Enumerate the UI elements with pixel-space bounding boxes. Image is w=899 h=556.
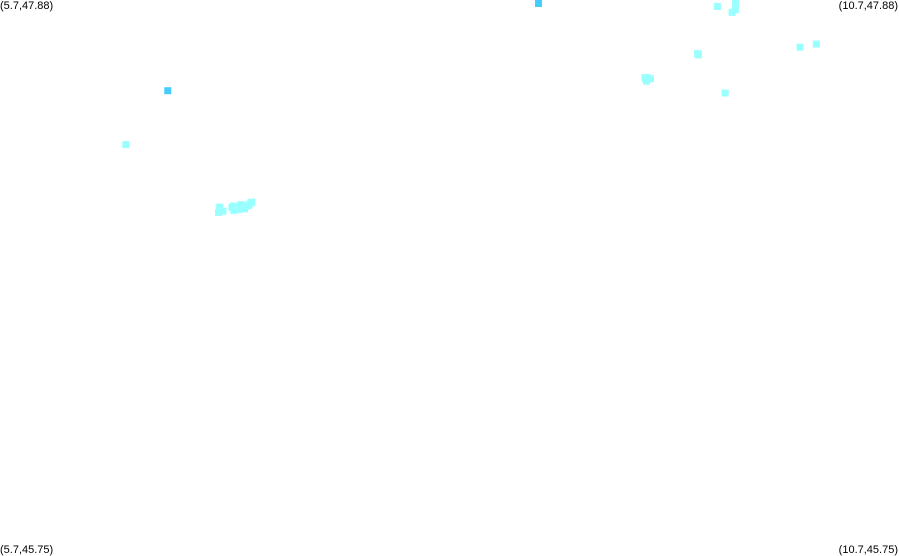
- map-point: [235, 205, 243, 213]
- map-point: [535, 0, 542, 7]
- map-point: [219, 207, 227, 215]
- map-point: [796, 43, 804, 51]
- corner-label-bottom-right: (10.7,45.75): [838, 544, 898, 556]
- map-point: [230, 206, 238, 214]
- corner-label-bottom-left: (5.7,45.75): [0, 544, 54, 556]
- map-point: [216, 203, 224, 211]
- map-point: [731, 6, 739, 14]
- map-point: [695, 51, 702, 59]
- map-point: [122, 141, 130, 149]
- map-point: [721, 89, 729, 97]
- map-point: [164, 87, 172, 95]
- map-point: [248, 198, 256, 206]
- corner-label-top-left: (5.7,47.88): [0, 0, 54, 12]
- map-point: [812, 40, 820, 48]
- map-point: [241, 205, 248, 213]
- map-point: [647, 75, 654, 83]
- map-point: [731, 0, 739, 7]
- map-point: [215, 209, 222, 216]
- map-point: [713, 3, 721, 10]
- map-point: [643, 77, 651, 85]
- corner-label-top-right: (10.7,47.88): [838, 0, 898, 12]
- map-points-layer: [122, 0, 820, 216]
